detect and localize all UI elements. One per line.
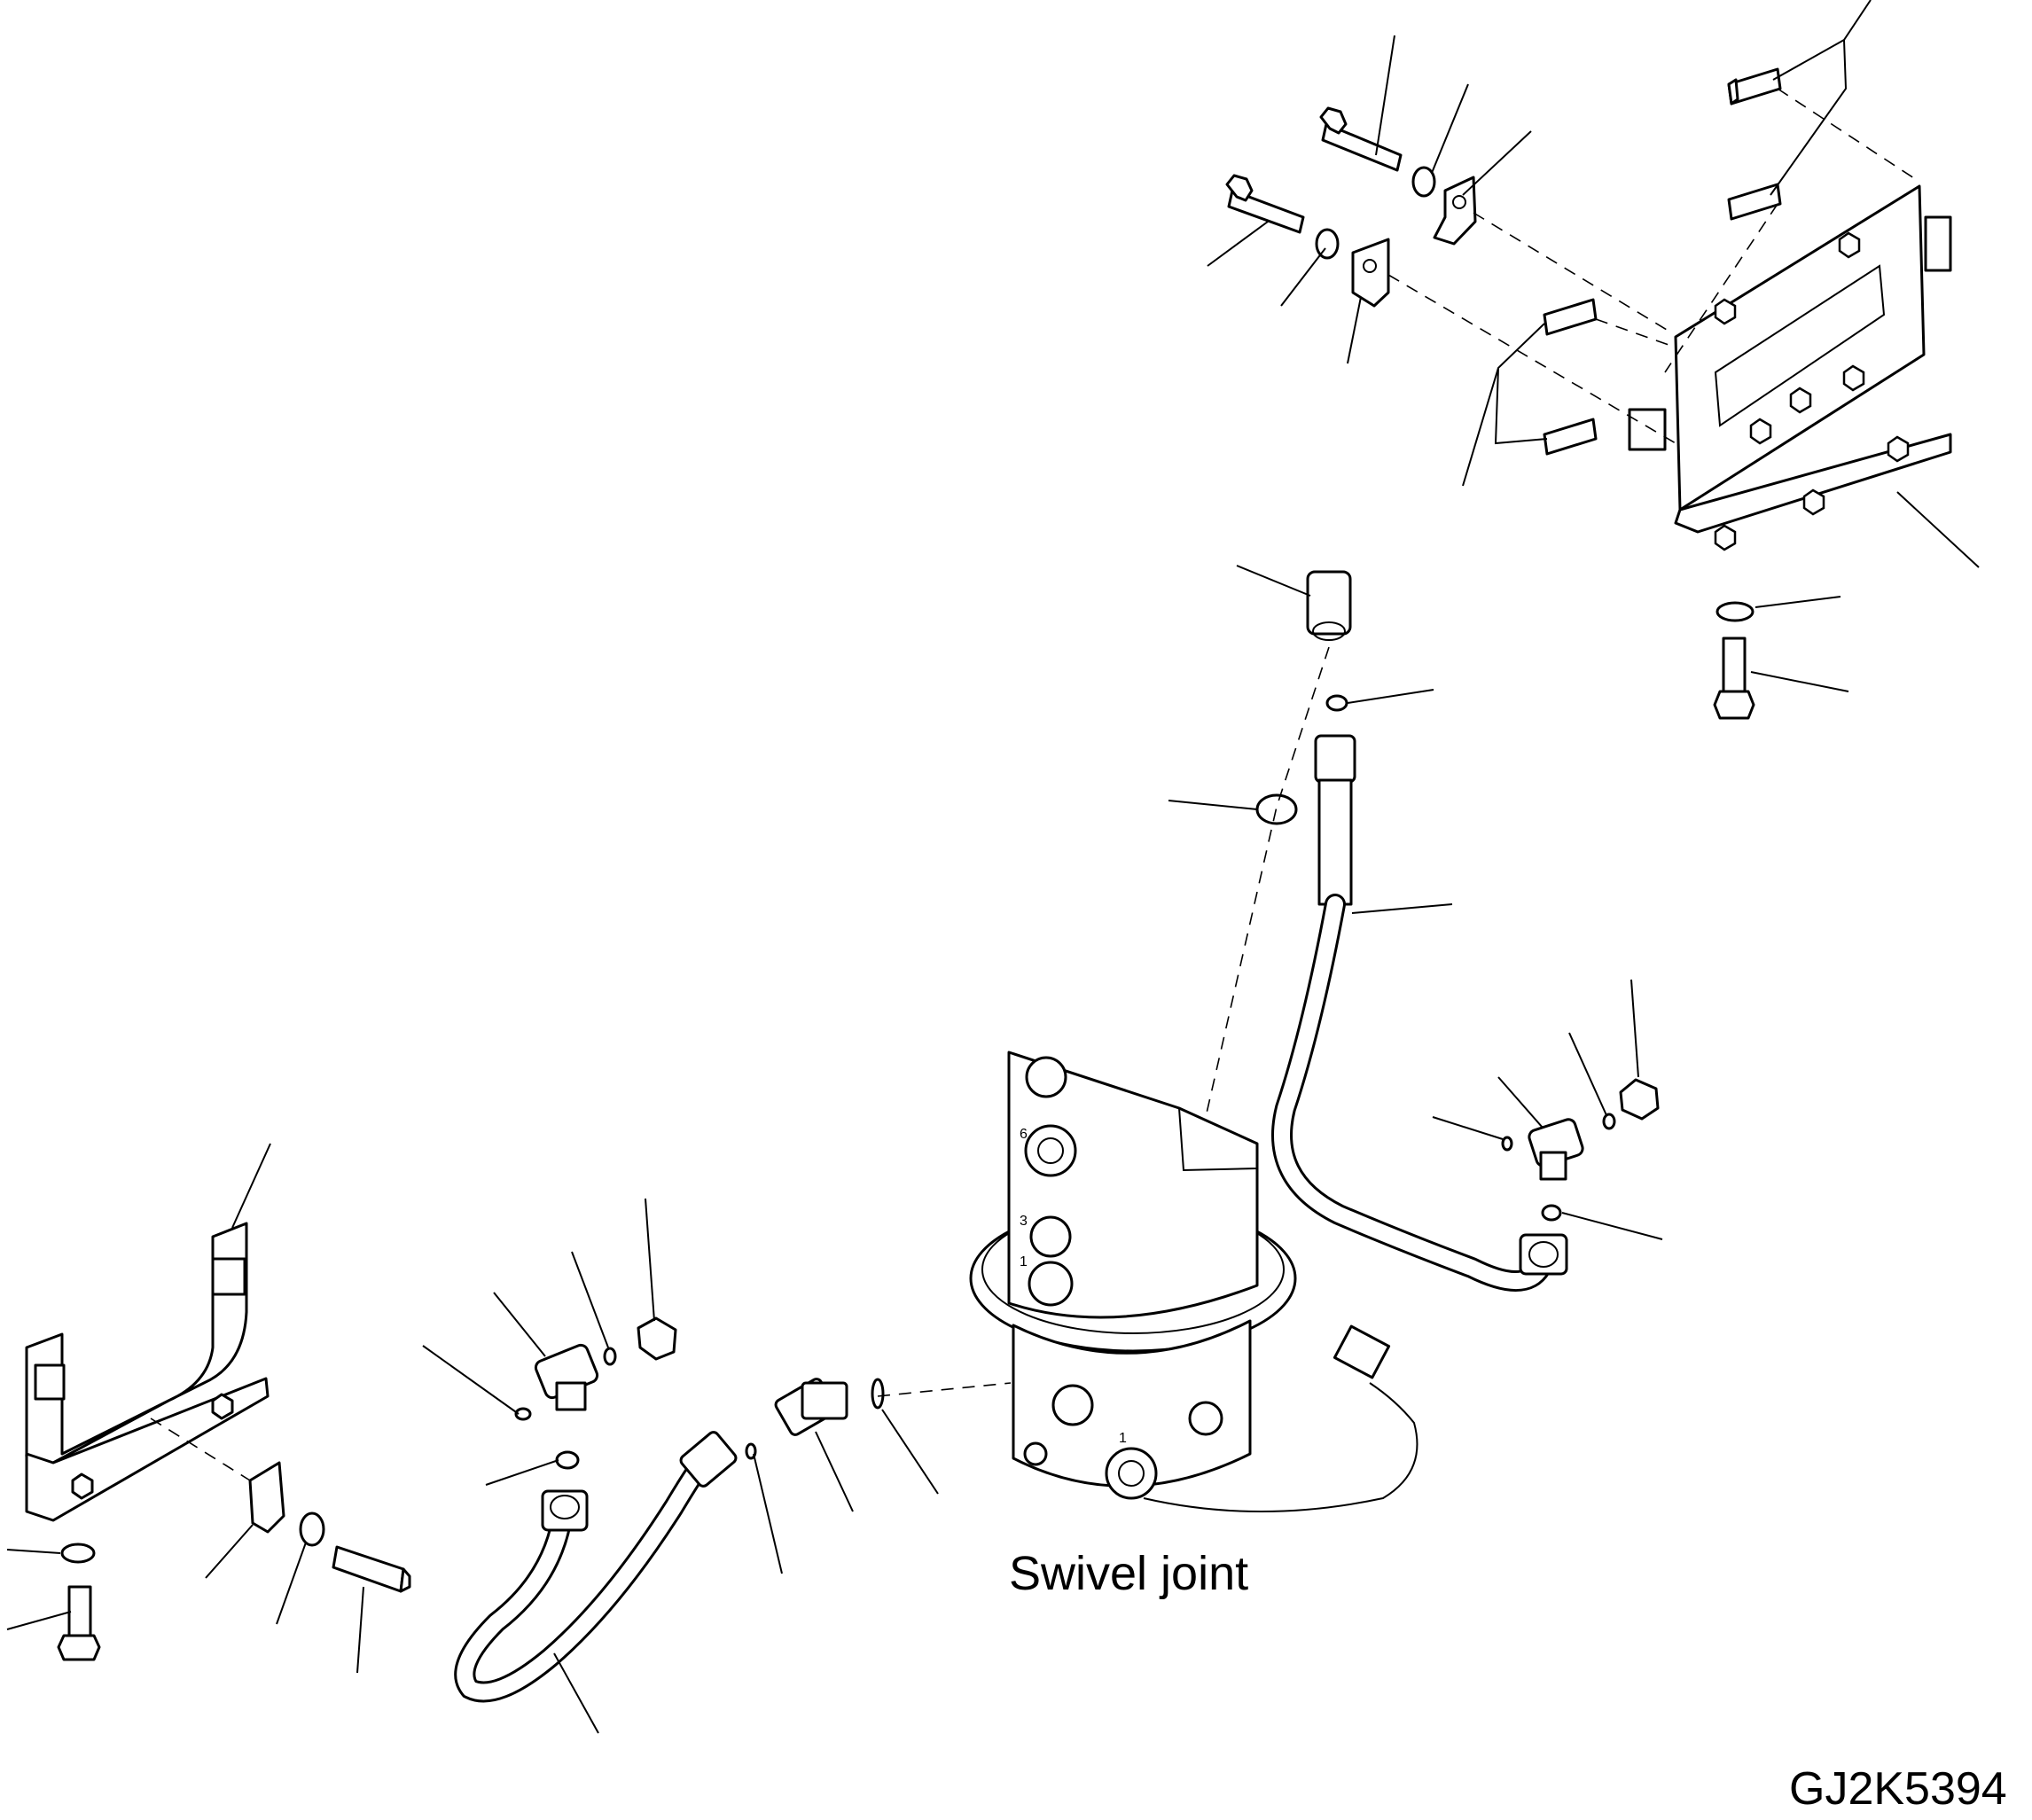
leader-lines-left — [6, 1143, 364, 1674]
top-right-bracket-assembly — [1225, 67, 1952, 720]
bolt-lower — [1225, 174, 1305, 234]
left-clamp — [248, 1461, 285, 1534]
o-ring-left-a — [514, 1407, 532, 1421]
figure-code: GJ2K5394 — [1789, 1763, 2007, 1815]
o-ring-top — [1325, 694, 1348, 712]
sensor-cable — [1143, 1382, 1418, 1512]
mounting-plate — [1674, 184, 1926, 512]
washer-upper — [1411, 166, 1436, 198]
plate-tab-left — [1628, 408, 1667, 451]
left-bolt — [332, 1545, 411, 1593]
washer-plate — [1715, 601, 1755, 622]
connector-mid-a — [1543, 298, 1598, 336]
left-bolt-vertical — [57, 1585, 101, 1661]
connector-mid-b — [1543, 418, 1598, 456]
port-number: 3 — [1020, 1214, 1028, 1229]
left-washer-b — [60, 1543, 96, 1564]
swivel-joint-caption: Swivel joint — [1009, 1547, 1249, 1600]
o-ring-left-b — [555, 1450, 580, 1470]
right-nut — [1619, 1078, 1660, 1121]
leader-lines-top — [1207, 0, 1980, 692]
hose-fitting-bottom — [1519, 1233, 1568, 1276]
left-nut — [637, 1316, 677, 1361]
swivel-lower-body — [1012, 1319, 1252, 1488]
plate-window — [1714, 264, 1886, 427]
plate-nuts — [1714, 231, 1910, 551]
left-bracket-assembly — [25, 1222, 411, 1661]
port-number: 1 — [1020, 1254, 1028, 1269]
hose-body-left — [454, 1443, 720, 1703]
swivel-joint: 6 3 1 1 — [969, 1051, 1418, 1512]
seal-angle — [871, 1378, 885, 1410]
left-washer-a — [299, 1511, 325, 1547]
port-number: 6 — [1020, 1127, 1028, 1142]
o-ring-right — [1541, 1204, 1562, 1222]
washer-lower — [1315, 228, 1340, 260]
right-elbow-assembly — [1432, 979, 1663, 1240]
leader-lines-right — [1168, 565, 1453, 914]
connector-top-b — [1727, 183, 1782, 221]
left-hose-fitting-b — [679, 1431, 738, 1488]
bolt-plate — [1713, 637, 1755, 720]
left-hose-assembly — [454, 1316, 1012, 1703]
leader-lines-left-hose — [422, 1198, 939, 1734]
hose-right — [1205, 570, 1568, 1292]
sensor-connector — [1333, 1324, 1391, 1379]
plate-tab-top — [1924, 215, 1952, 272]
cable-clip — [1433, 176, 1477, 246]
swivel-upper-column — [1007, 1051, 1259, 1319]
connector-top-a — [1727, 67, 1782, 105]
left-hose-fitting-a — [541, 1489, 589, 1532]
port-number: 1 — [1119, 1431, 1127, 1446]
bolt-upper — [1319, 106, 1403, 172]
elbow-fitting-top — [1306, 570, 1352, 636]
hose-fitting-top — [1314, 734, 1356, 784]
